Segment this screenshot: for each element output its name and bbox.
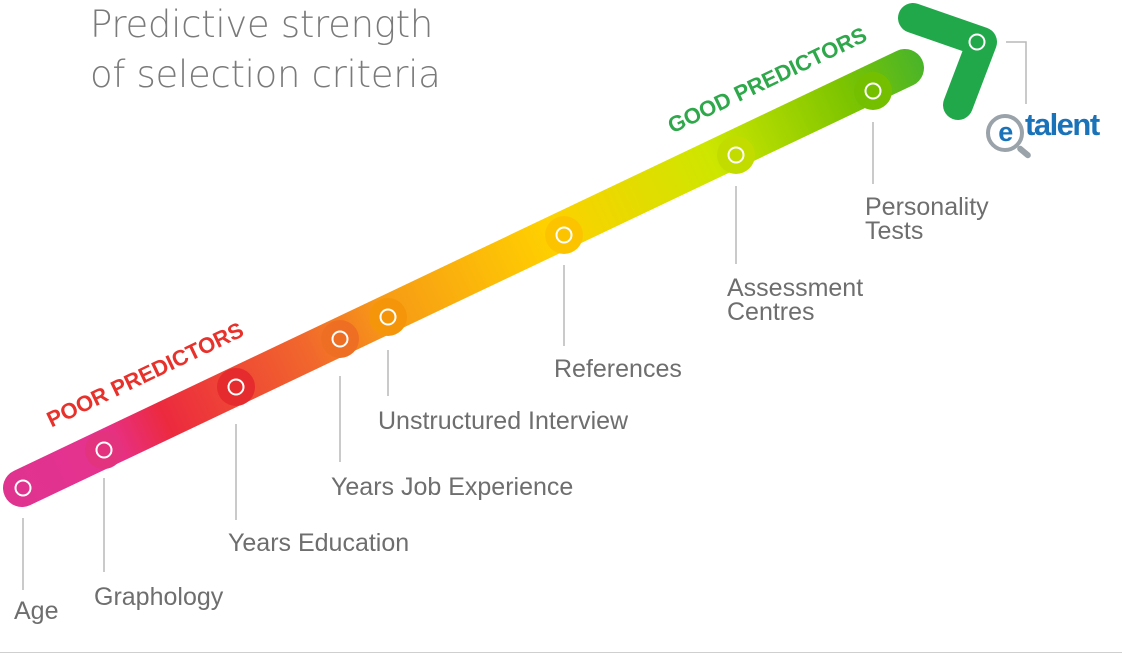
node-ring-top-marker [968,33,986,51]
node-rings [14,33,986,497]
node-disc-graphology [85,431,123,469]
label-age: Age [14,597,59,625]
title-line-1: Predictive strength [90,3,433,46]
label-graphology: Graphology [94,583,224,611]
label-personality-tests: Personality Tests [865,193,989,245]
node-discs [85,72,892,469]
title-line-2: of selection criteria [90,53,441,96]
node-disc-years-education [217,368,255,406]
node-disc-personality-tests [854,72,892,110]
node-ring-personality-tests [864,82,882,100]
node-ring-references [555,226,573,244]
node-ring-years-job-experience [331,330,349,348]
label-unstructured-interview: Unstructured Interview [378,407,629,435]
node-ring-unstructured-interview [379,308,397,326]
node-ring-age [14,479,32,497]
connector-top-marker [1006,41,1027,104]
logo-wordmark: talent [1025,107,1100,142]
magnifier-e-icon: e [986,114,1024,152]
label-years-job-experience: Years Job Experience [331,473,574,501]
connector-lines [22,41,1027,590]
node-disc-references [545,216,583,254]
node-ring-graphology [95,441,113,459]
label-references: References [554,355,682,383]
diagram-title: Predictive strength of selection criteri… [90,0,441,100]
node-ring-years-education [227,378,245,396]
label-assessment-centres: Assessment Centres [727,274,864,326]
node-disc-unstructured-interview [369,298,407,336]
arrow-head [898,3,997,120]
label-years-education: Years Education [228,529,410,557]
node-disc-assessment-centres [717,136,755,174]
node-ring-assessment-centres [727,146,745,164]
arrow-shaft [3,49,924,507]
node-disc-years-job-experience [321,320,359,358]
